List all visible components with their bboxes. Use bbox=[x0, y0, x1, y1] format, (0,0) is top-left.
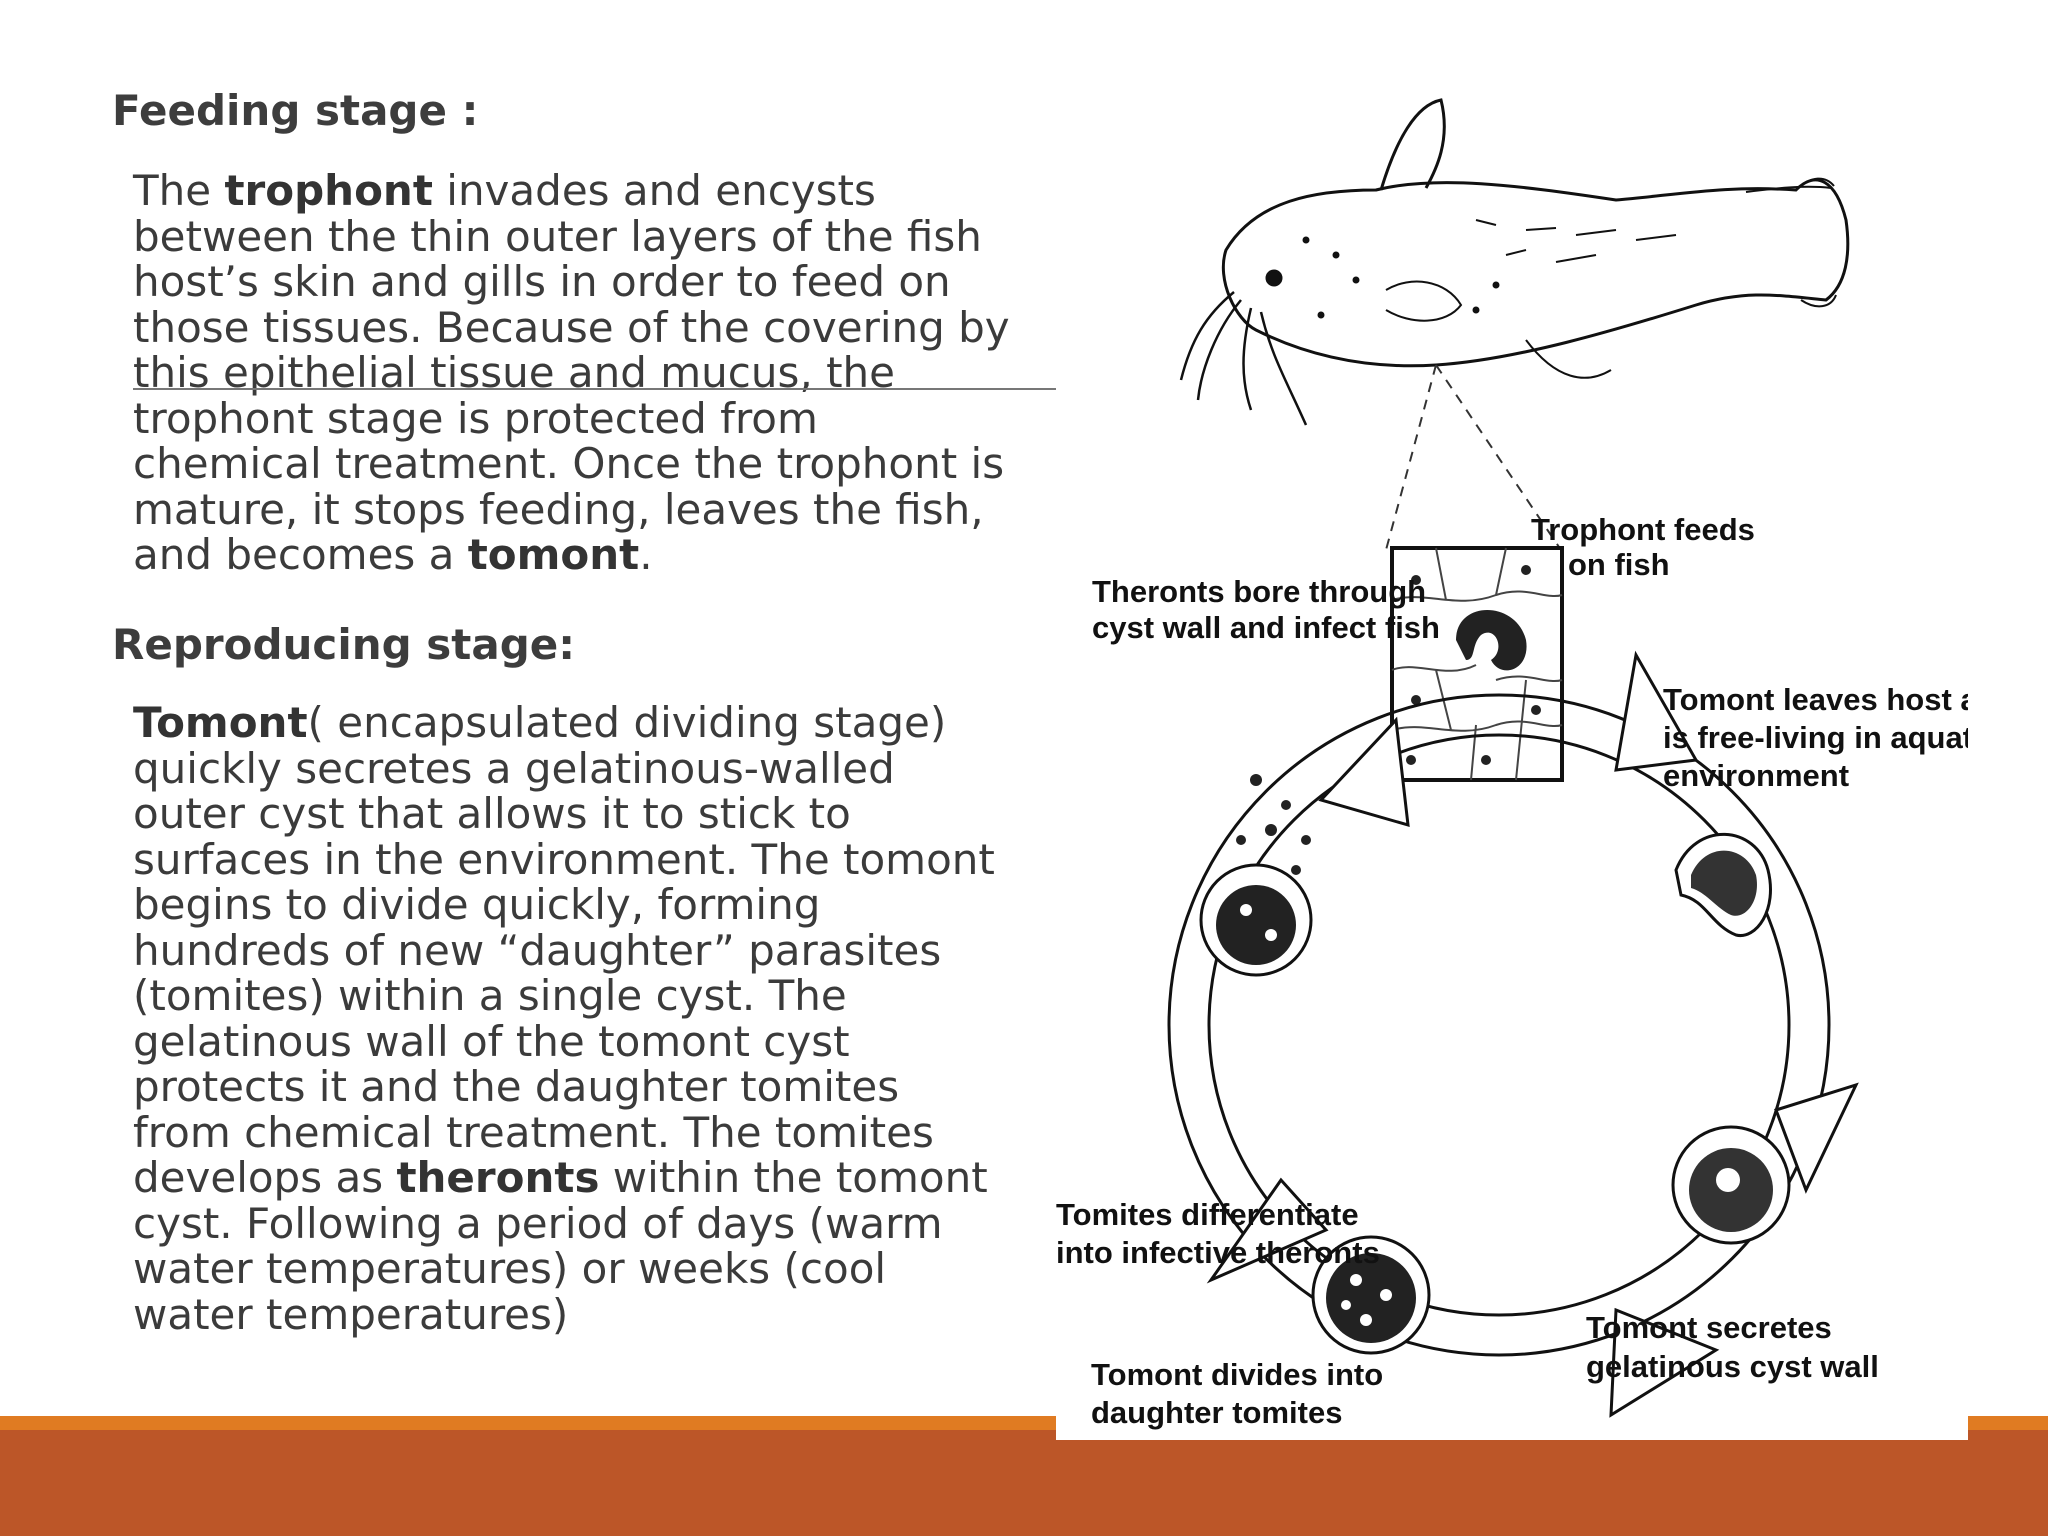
life-cycle-ring bbox=[1167, 693, 1831, 1357]
label-infective-theronts: into infective theronts bbox=[1056, 1235, 1380, 1270]
text-line: water temperatures) or weeks (cool bbox=[133, 1244, 887, 1293]
accent-bar bbox=[0, 1430, 2048, 1536]
label-tomont-secretes: Tomont secretes bbox=[1586, 1310, 1832, 1345]
text-line: mature, it stops feeding, leaves the fis… bbox=[133, 484, 984, 534]
text-line: water temperatures) bbox=[133, 1289, 569, 1339]
text-line: begins to divide quickly, forming bbox=[133, 880, 821, 929]
text-line: chemical treatment. Once the trophont is bbox=[133, 439, 1005, 488]
label-theronts-bore: Theronts bore through bbox=[1092, 574, 1426, 609]
feeding-stage-paragraph: The trophont invades and encysts between… bbox=[133, 168, 1073, 578]
text-line: from chemical treatment. The tomites bbox=[133, 1107, 934, 1157]
encysted-tomont-drawing bbox=[1671, 1125, 1791, 1245]
term-trophont: trophont bbox=[224, 166, 433, 215]
text-line: hundreds of new “daughter” parasites bbox=[133, 925, 942, 975]
text-span: and becomes a bbox=[133, 530, 468, 579]
text-line: between the thin outer layers of the fis… bbox=[133, 211, 982, 261]
text-span: invades and encysts bbox=[432, 166, 876, 215]
text-span: develops as bbox=[133, 1153, 397, 1202]
text-line: and becomes a tomont. bbox=[133, 532, 1073, 578]
text-line: host’s skin and gills in order to feed o… bbox=[133, 257, 951, 306]
theront-cyst-drawing bbox=[1199, 774, 1313, 977]
text-line: cyst. Following a period of days (warm bbox=[133, 1198, 943, 1248]
text-line: surfaces in the environment. The tomont bbox=[133, 834, 995, 884]
text-line: protects it and the daughter tomites bbox=[133, 1062, 900, 1111]
life-cycle-diagram: Trophont feeds on fish Theronts bore thr… bbox=[1056, 98, 1968, 1430]
label-on-fish: on fish bbox=[1568, 547, 1670, 582]
text-line: outer cyst that allows it to stick to bbox=[133, 789, 851, 838]
label-trophont-feeds: Trophont feeds bbox=[1531, 512, 1755, 547]
label-gelatinous-cyst-wall: gelatinous cyst wall bbox=[1586, 1349, 1879, 1384]
life-cycle-figure: Trophont feeds on fish Theronts bore thr… bbox=[1056, 80, 1968, 1440]
term-tomont: Tomont bbox=[133, 698, 308, 747]
dividing-tomont-drawing bbox=[1311, 1235, 1431, 1355]
label-infect-fish: cyst wall and infect fish bbox=[1092, 610, 1440, 645]
term-theronts: theronts bbox=[396, 1153, 600, 1202]
label-daughter-tomites: daughter tomites bbox=[1091, 1395, 1342, 1430]
free-tomont-drawing bbox=[1674, 832, 1772, 937]
feeding-stage-heading: Feeding stage : bbox=[112, 86, 479, 135]
term-tomont: tomont bbox=[467, 530, 640, 579]
text-line: (tomites) within a single cyst. The bbox=[133, 971, 847, 1020]
text-span: ( encapsulated dividing stage) bbox=[307, 698, 947, 747]
text-line: develops as theronts within the tomont bbox=[133, 1155, 1073, 1201]
text-line: those tissues. Because of the covering b… bbox=[133, 302, 1010, 352]
label-environment: environment bbox=[1663, 758, 1849, 793]
text-span: . bbox=[639, 530, 653, 579]
text-line: gelatinous wall of the tomont cyst bbox=[133, 1016, 850, 1066]
text-line: quickly secretes a gelatinous-walled bbox=[133, 743, 895, 793]
text-line: The trophont invades and encysts bbox=[133, 168, 1073, 214]
zoom-dashed-lines bbox=[1385, 364, 1562, 551]
divider-line bbox=[133, 388, 1057, 390]
text-span: The bbox=[133, 166, 225, 215]
label-tomites-differentiate: Tomites differentiate bbox=[1056, 1197, 1359, 1232]
text-line: this epithelial tissue and mucus, the bbox=[133, 348, 896, 397]
reproducing-stage-paragraph: Tomont( encapsulated dividing stage) qui… bbox=[133, 700, 1073, 1337]
text-line: trophont stage is protected from bbox=[133, 393, 818, 443]
text-line: Tomont( encapsulated dividing stage) bbox=[133, 700, 1073, 746]
label-free-living: is free-living in aquatic bbox=[1663, 720, 1968, 755]
catfish-illustration bbox=[1179, 98, 1850, 426]
cycle-arrowheads bbox=[1206, 650, 1859, 1418]
label-tomont-divides: Tomont divides into bbox=[1091, 1357, 1383, 1392]
reproducing-stage-heading: Reproducing stage: bbox=[112, 620, 576, 669]
label-tomont-leaves: Tomont leaves host and bbox=[1663, 682, 1968, 717]
text-span: within the tomont bbox=[599, 1153, 988, 1202]
